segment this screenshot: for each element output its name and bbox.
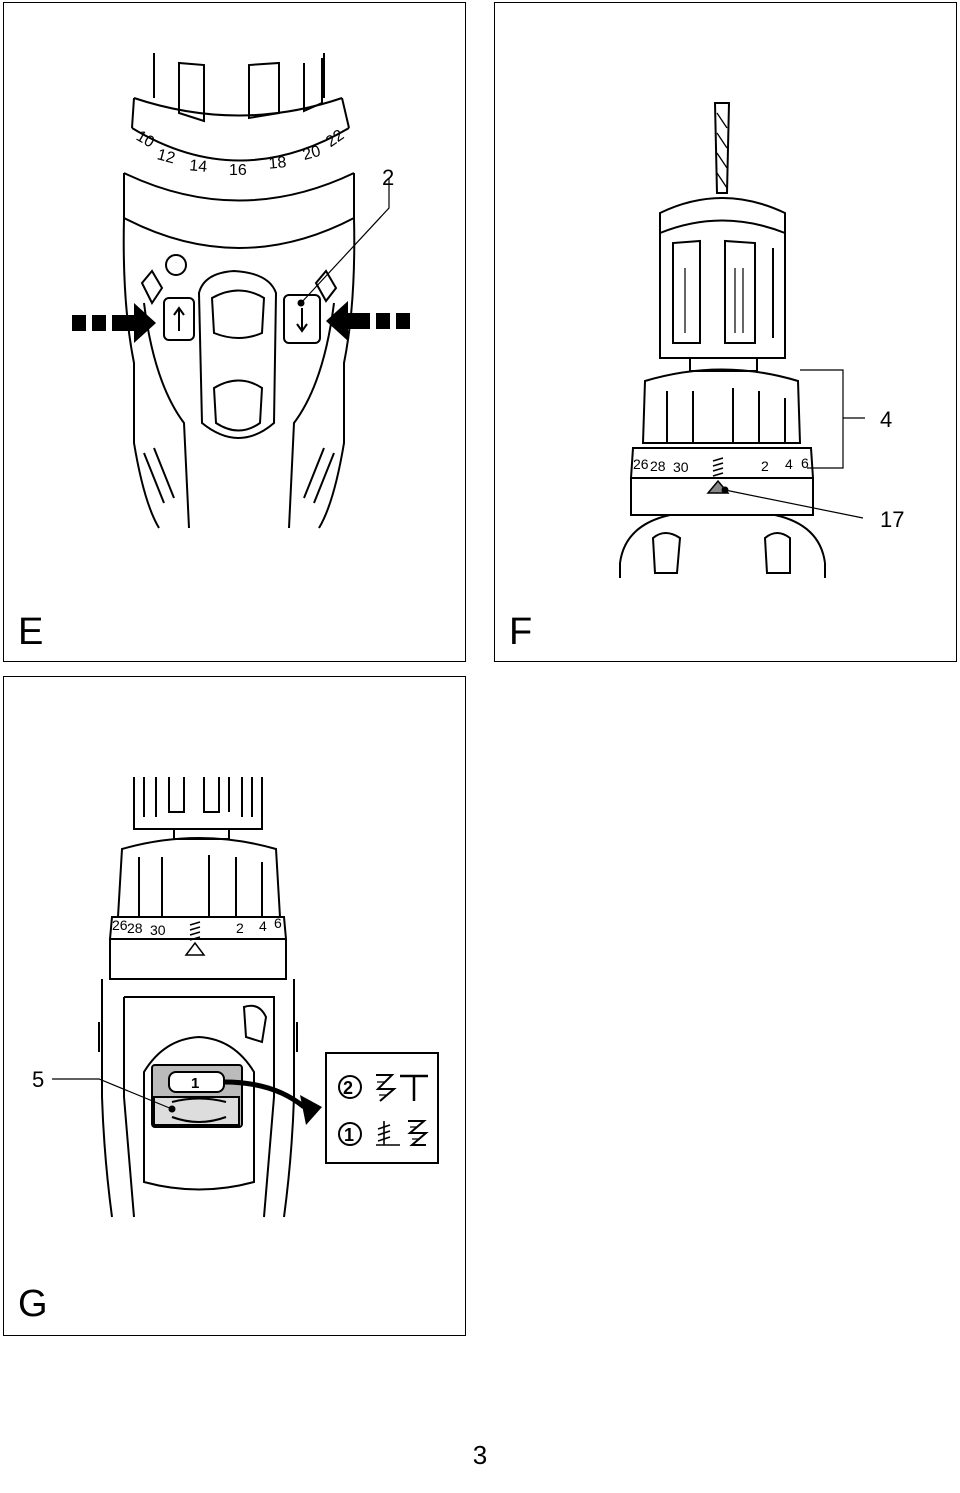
drill-mode-icon bbox=[712, 457, 724, 477]
wood-screw-icon bbox=[376, 1121, 400, 1146]
dial-number: 28 bbox=[127, 920, 143, 936]
switch-label: 1 bbox=[191, 1075, 199, 1092]
panel-g: 26 28 30 2 4 6 1 2 1 5 G bbox=[3, 676, 466, 1336]
dial-number: 28 bbox=[650, 458, 666, 474]
scale-number: 20 bbox=[301, 143, 323, 164]
dial-number: 30 bbox=[673, 459, 689, 475]
callout-2: 2 bbox=[382, 165, 394, 190]
drill-bit-icon bbox=[407, 1120, 429, 1146]
panel-f-letter: F bbox=[509, 611, 533, 653]
dial-number: 26 bbox=[112, 917, 128, 933]
panel-g-letter: G bbox=[18, 1283, 48, 1325]
dial-marker bbox=[184, 941, 206, 956]
dial-number: 30 bbox=[150, 922, 166, 938]
dial-number: 26 bbox=[633, 456, 649, 472]
panel-e-illustration: 10 12 14 16 18 20 22 2 bbox=[72, 53, 410, 529]
page-number: 3 bbox=[472, 1440, 488, 1470]
dial-number: 2 bbox=[236, 920, 244, 936]
dial-number: 2 bbox=[761, 458, 769, 474]
scale-number: 18 bbox=[268, 154, 287, 172]
press-arrow-left bbox=[72, 303, 156, 343]
dial-number: 4 bbox=[785, 456, 793, 472]
drill-mode-icon bbox=[189, 921, 201, 941]
press-arrow-right bbox=[326, 301, 410, 341]
masonry-bit-icon bbox=[400, 1074, 428, 1101]
callout-5: 5 bbox=[32, 1067, 44, 1092]
dial-number: 6 bbox=[801, 455, 809, 471]
panel-e: 10 12 14 16 18 20 22 2 E bbox=[3, 2, 466, 662]
panel-e-letter: E bbox=[18, 611, 44, 653]
speed-label-1: 1 bbox=[344, 1125, 354, 1145]
scale-number: 14 bbox=[189, 157, 208, 175]
dial-number: 4 bbox=[259, 918, 267, 934]
panel-f: 26 28 30 2 4 6 4 17 F bbox=[494, 2, 957, 662]
panel-g-illustration: 26 28 30 2 4 6 1 2 1 5 bbox=[32, 777, 439, 1218]
screwdriver-bit-icon bbox=[375, 1074, 397, 1102]
scale-number: 12 bbox=[155, 146, 177, 167]
scale-number: 16 bbox=[229, 162, 247, 179]
dial-number: 6 bbox=[274, 915, 282, 931]
callout-17: 17 bbox=[880, 507, 904, 532]
speed-label-2: 2 bbox=[343, 1078, 353, 1098]
panel-f-illustration: 26 28 30 2 4 6 4 17 bbox=[619, 102, 904, 578]
scale-number: 10 bbox=[133, 128, 157, 152]
callout-4: 4 bbox=[880, 407, 892, 432]
